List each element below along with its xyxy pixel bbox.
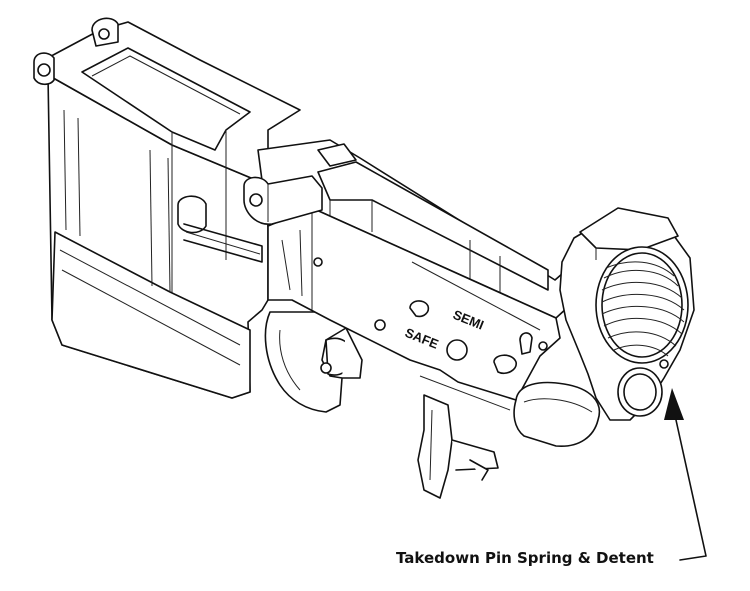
arrowhead-icon — [664, 388, 684, 420]
receiver-body — [257, 139, 601, 447]
grip-tang — [417, 394, 499, 499]
callout-leader — [664, 388, 707, 561]
callout-label-takedown-pin: Takedown Pin Spring & Detent — [396, 549, 654, 567]
magazine-well — [33, 17, 301, 399]
trigger-guard — [264, 311, 363, 413]
buffer-tower — [559, 207, 695, 421]
pivot-lug — [243, 143, 357, 225]
